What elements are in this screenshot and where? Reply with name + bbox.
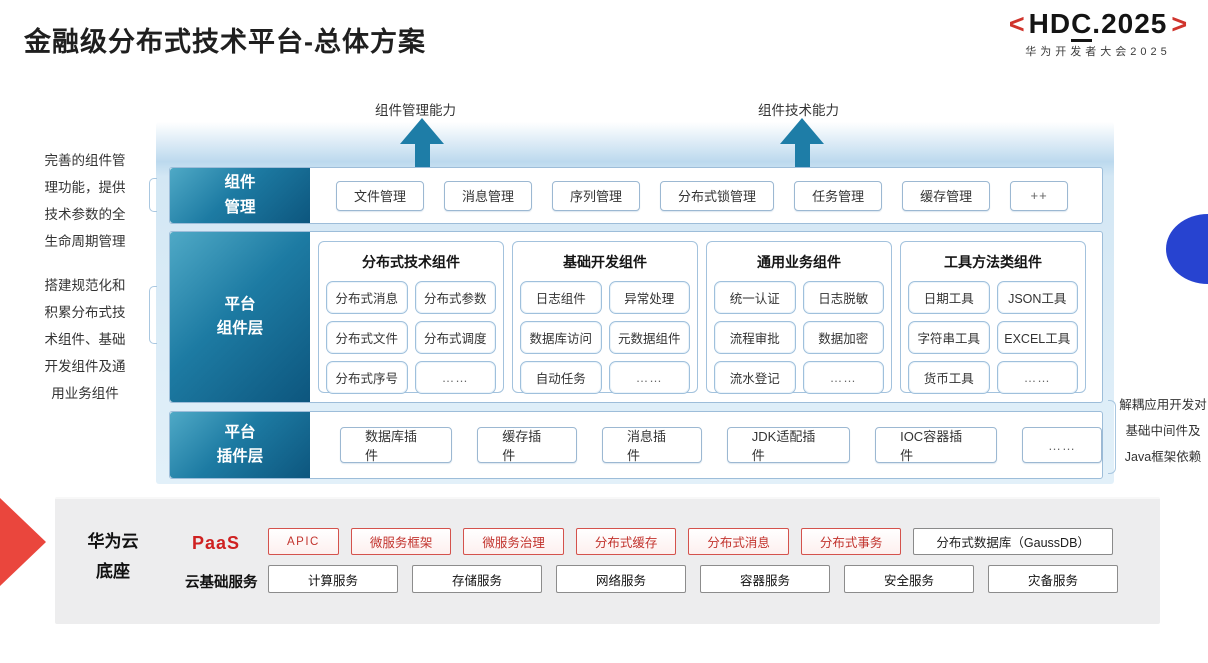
technical-capability-label: 组件技术能力 — [758, 103, 839, 118]
group-common-business: 通用业务组件 统一认证 日志脱敏 流程审批 数据加密 流水登记 …… — [706, 241, 892, 394]
plugin-item: 缓存插件 — [477, 427, 578, 463]
component-item: 字符串工具 — [908, 321, 990, 354]
component-item: JSON工具 — [996, 281, 1078, 314]
component-item: 分布式调度 — [414, 321, 496, 354]
management-item-more: ++ — [1010, 180, 1069, 211]
plugin-item: JDK适配插件 — [726, 427, 851, 463]
logo-subtitle: 华为开发者大会2025 — [1025, 46, 1171, 58]
management-item: 分布式锁管理 — [660, 180, 775, 211]
group-title: 工具方法类组件 — [944, 254, 1042, 270]
paas-item: APIC — [268, 528, 339, 555]
hdc-logo: < HDC.2025 > 华为开发者大会2025 — [996, 8, 1200, 59]
paas-item: 分布式消息 — [688, 528, 789, 555]
logo-left-bracket-icon: < — [1008, 8, 1025, 39]
plugin-item: 数据库插件 — [340, 427, 453, 463]
plugin-item: 消息插件 — [602, 427, 702, 463]
cloud-service-item: 计算服务 — [268, 565, 398, 593]
component-item: 日志组件 — [520, 281, 602, 314]
component-item: 异常处理 — [608, 281, 690, 314]
component-item: 统一认证 — [714, 281, 796, 314]
right-bracket-icon — [1108, 400, 1116, 474]
left-bracket-icon — [149, 286, 157, 344]
component-item: 分布式参数 — [414, 281, 496, 314]
component-item: 流程审批 — [714, 321, 796, 354]
red-pointer-icon — [0, 498, 46, 586]
logo-hd: HD — [1028, 8, 1072, 39]
management-item: 缓存管理 — [902, 180, 991, 211]
layer-label-platform-plugins: 平台 插件层 — [170, 412, 310, 478]
component-item: 数据加密 — [802, 321, 884, 354]
group-title: 通用业务组件 — [757, 254, 841, 270]
component-groups: 分布式技术组件 分布式消息 分布式参数 分布式文件 分布式调度 分布式序号 ……… — [310, 232, 1102, 402]
logo-year: .2025 — [1092, 8, 1168, 39]
group-title: 分布式技术组件 — [362, 254, 460, 270]
paas-item: 微服务框架 — [350, 528, 452, 555]
layer-platform-components: 平台 组件层 分布式技术组件 分布式消息 分布式参数 分布式文件 分布式调度 分… — [169, 231, 1103, 403]
layer-platform-plugins: 平台 插件层 数据库插件 缓存插件 消息插件 JDK适配插件 IOC容器插件 …… — [169, 411, 1103, 479]
group-tool-methods: 工具方法类组件 日期工具 JSON工具 字符串工具 EXCEL工具 货币工具 …… — [900, 241, 1086, 394]
component-item: 货币工具 — [908, 361, 990, 394]
management-item: 任务管理 — [794, 180, 883, 211]
paas-label: PaaS — [192, 533, 241, 553]
management-item: 序列管理 — [552, 180, 641, 211]
management-item: 消息管理 — [444, 180, 533, 211]
component-item-more: …… — [996, 361, 1078, 394]
component-item: 数据库访问 — [520, 321, 602, 354]
left-bracket-icon — [149, 178, 157, 212]
arrow-head — [400, 118, 444, 144]
group-title: 基础开发组件 — [563, 254, 647, 270]
cloud-service-item: 安全服务 — [844, 565, 974, 593]
huawei-cloud-panel — [55, 497, 1160, 624]
logo-c-underlined: C — [1071, 8, 1093, 42]
group-basic-dev: 基础开发组件 日志组件 异常处理 数据库访问 元数据组件 自动任务 …… — [512, 241, 698, 394]
paas-item: 分布式事务 — [800, 528, 902, 555]
component-item-more: …… — [608, 361, 690, 394]
layer-component-management: 组件 管理 文件管理 消息管理 序列管理 分布式锁管理 任务管理 缓存管理 ++ — [169, 167, 1103, 224]
component-item: 分布式消息 — [326, 281, 408, 314]
component-item-more: …… — [414, 361, 496, 394]
note-management: 完善的组件管 理功能，提供 技术参数的全 生命周期管理 — [44, 153, 126, 249]
component-item-more: …… — [802, 361, 884, 394]
component-item: 日期工具 — [908, 281, 990, 314]
layer-label-platform-components: 平台 组件层 — [170, 232, 310, 402]
up-arrow-icon — [780, 118, 824, 167]
component-item: 流水登记 — [714, 361, 796, 394]
component-item: 日志脱敏 — [802, 281, 884, 314]
paas-items: APIC 微服务框架 微服务治理 分布式缓存 分布式消息 分布式事务 分布式数据… — [268, 528, 1113, 555]
arrow-stem — [414, 144, 430, 167]
component-item: EXCEL工具 — [996, 321, 1078, 354]
plugin-item-more: …… — [1021, 427, 1102, 463]
plugin-item: IOC容器插件 — [875, 427, 997, 463]
group-distributed-tech: 分布式技术组件 分布式消息 分布式参数 分布式文件 分布式调度 分布式序号 …… — [318, 241, 504, 394]
plugin-items: 数据库插件 缓存插件 消息插件 JDK适配插件 IOC容器插件 …… — [310, 412, 1102, 478]
cloud-service-item: 容器服务 — [700, 565, 830, 593]
component-item: 分布式序号 — [326, 361, 408, 394]
paas-item: 微服务治理 — [463, 528, 564, 555]
logo-right-bracket-icon: > — [1171, 8, 1188, 39]
component-item: 分布式文件 — [326, 321, 408, 354]
management-item: 文件管理 — [336, 180, 425, 211]
logo-text: HDC.2025 — [1028, 8, 1168, 42]
management-capability-label: 组件管理能力 — [375, 103, 456, 118]
paas-item: 分布式缓存 — [575, 528, 677, 555]
cloud-service-item: 存储服务 — [412, 565, 542, 593]
management-items: 文件管理 消息管理 序列管理 分布式锁管理 任务管理 缓存管理 ++ — [310, 168, 1102, 223]
note-plugins: 解耦应用开发对 基础中间件及 Java框架依赖 — [1119, 398, 1207, 464]
blue-circle-decoration — [1166, 214, 1208, 284]
up-arrow-icon — [400, 118, 444, 167]
component-item: 自动任务 — [520, 361, 602, 394]
page-title: 金融级分布式技术平台-总体方案 — [24, 27, 426, 57]
paas-database-item: 分布式数据库（GaussDB） — [913, 528, 1113, 555]
cloud-service-item: 灾备服务 — [988, 565, 1118, 593]
cloud-services-label: 云基础服务 — [185, 575, 258, 591]
panel-title: 华为云 底座 — [87, 532, 139, 581]
layer-label-component-management: 组件 管理 — [170, 168, 310, 223]
cloud-service-items: 计算服务 存储服务 网络服务 容器服务 安全服务 灾备服务 — [268, 565, 1118, 593]
component-item: 元数据组件 — [608, 321, 690, 354]
arrow-head — [780, 118, 824, 144]
note-components: 搭建规范化和 积累分布式技 术组件、基础 开发组件及通 用业务组件 — [44, 278, 126, 401]
cloud-service-item: 网络服务 — [556, 565, 686, 593]
arrow-stem — [794, 144, 810, 167]
